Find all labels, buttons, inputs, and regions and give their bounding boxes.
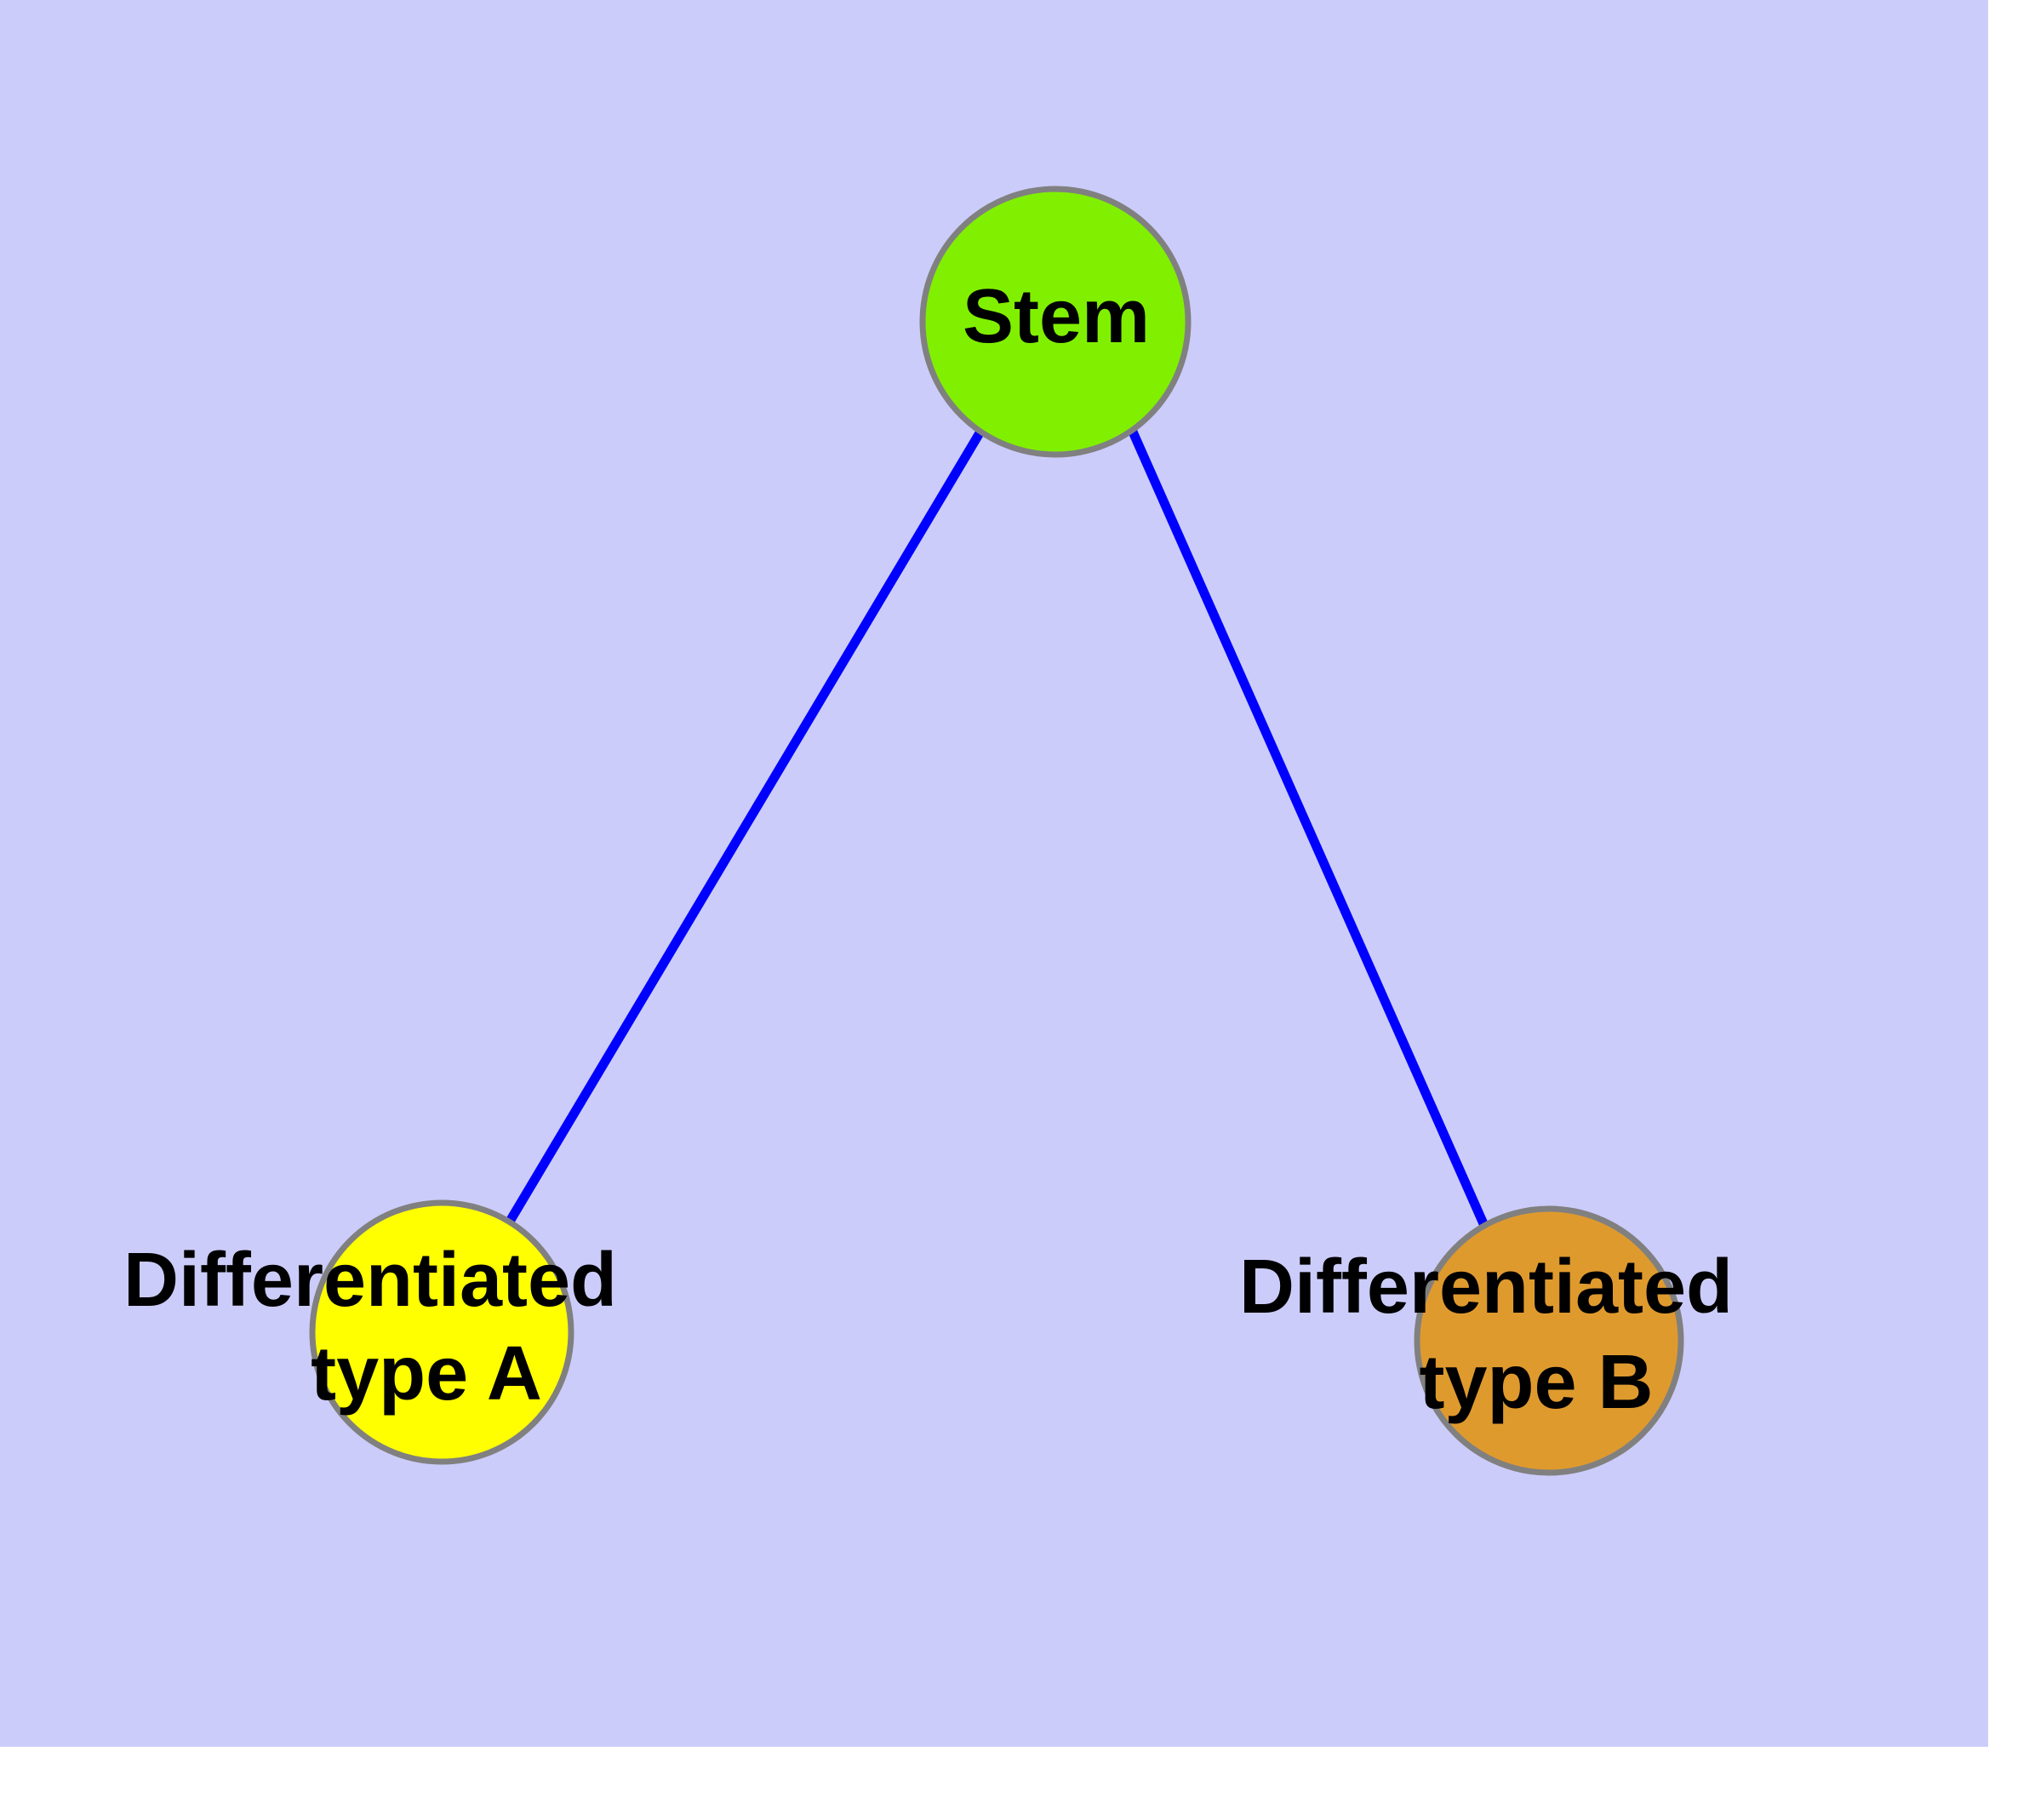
node-stem-circle[interactable] <box>919 186 1192 458</box>
node-differentiated-type-b-label-line2: type B <box>1419 1340 1653 1425</box>
node-differentiated-type-b[interactable]: Differentiated type B <box>1239 1205 1733 1476</box>
node-layer: Stem Differentiated type A Differentiate… <box>123 186 1733 1476</box>
edge-layer <box>506 425 1490 1230</box>
edge-stem-to-diff-a[interactable] <box>506 425 987 1222</box>
edge-stem-to-diff-b[interactable] <box>1127 427 1490 1230</box>
node-differentiated-type-a[interactable]: Differentiated type A <box>123 1199 617 1465</box>
node-differentiated-type-a-label-line1: Differentiated <box>123 1238 617 1323</box>
node-stem-label: Stem <box>963 274 1150 359</box>
node-differentiated-type-a-circle[interactable] <box>309 1199 574 1465</box>
node-stem[interactable]: Stem <box>919 186 1192 458</box>
node-differentiated-type-a-label-line2: type A <box>311 1331 542 1417</box>
node-differentiated-type-b-circle[interactable] <box>1414 1205 1684 1476</box>
node-differentiated-type-b-label-line1: Differentiated <box>1239 1245 1733 1330</box>
